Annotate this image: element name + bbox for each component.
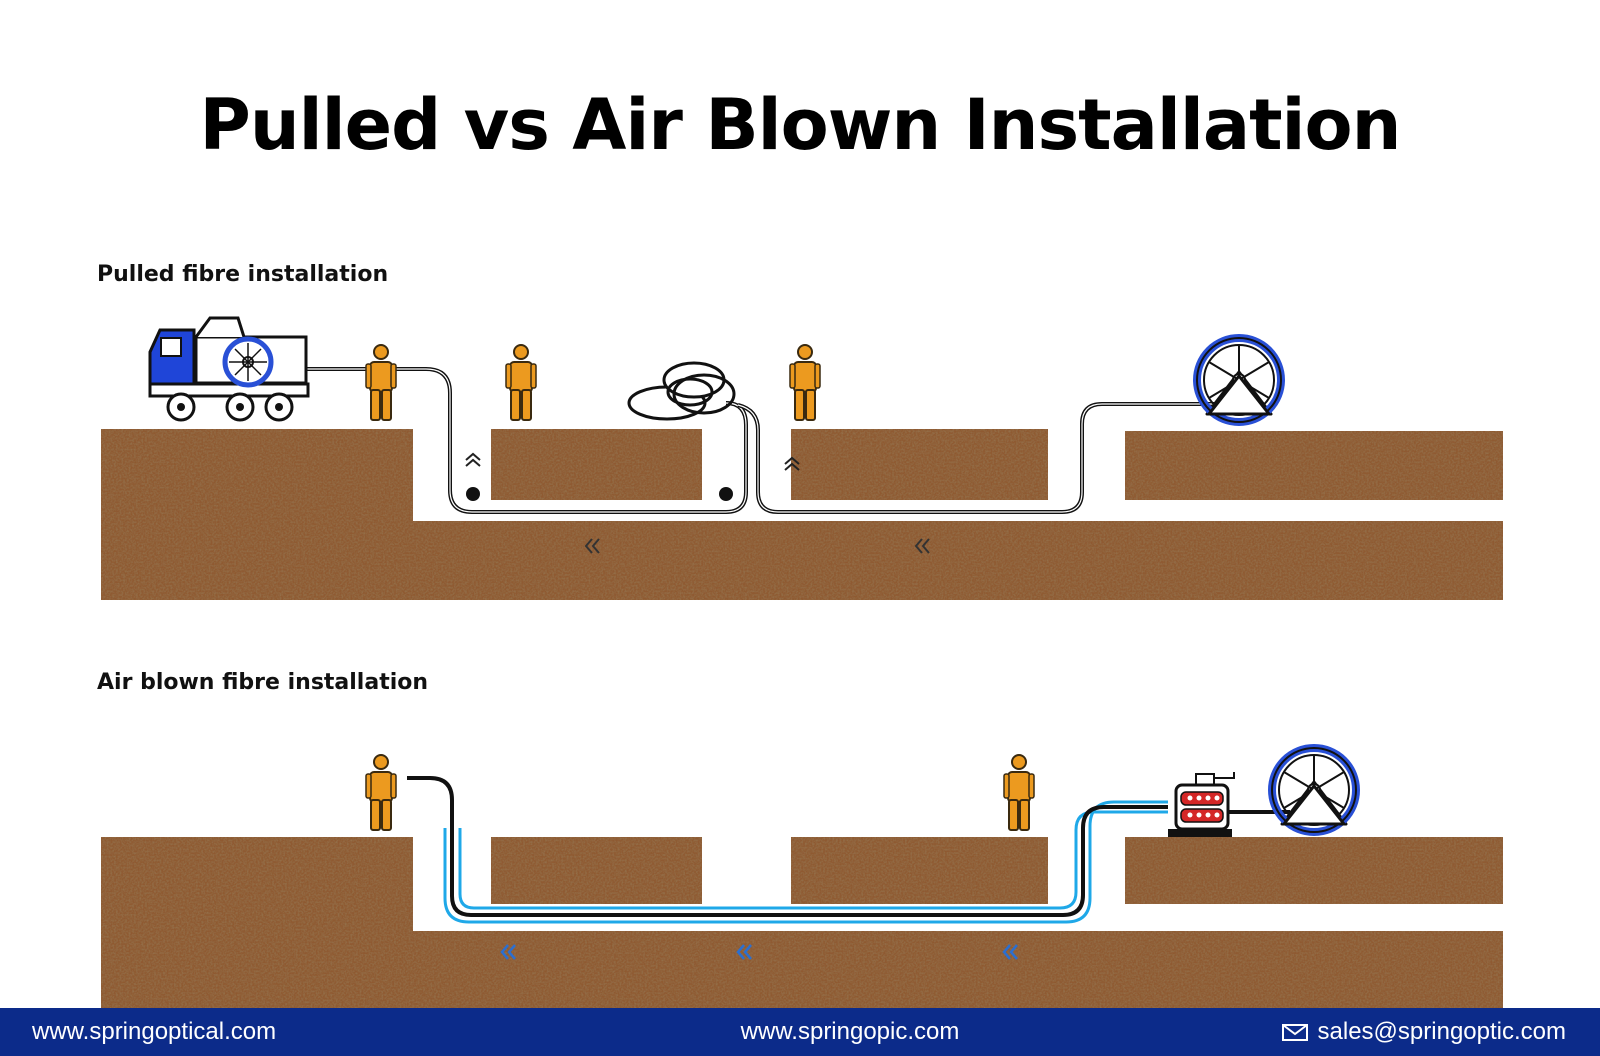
installation-diagram <box>101 316 1503 1008</box>
footer-website-left[interactable]: www.springoptical.com <box>32 1018 277 1045</box>
pulley-icon <box>466 487 480 501</box>
soil-air-blown <box>101 837 1503 1008</box>
page-title: Pulled vs Air Blown Installation <box>199 84 1402 166</box>
footer-website-center[interactable]: www.springopic.com <box>740 1018 960 1045</box>
pulley-icon <box>719 487 733 501</box>
truck-icon <box>148 316 310 422</box>
footer-bar: www.springoptical.com www.springopic.com… <box>0 1008 1600 1056</box>
footer-email-text: sales@springoptic.com <box>1317 1018 1566 1045</box>
soil-pulled <box>101 429 1503 600</box>
cable-coil-icon <box>627 361 736 421</box>
footer-email[interactable]: sales@springoptic.com <box>1281 1018 1566 1046</box>
cable-reel-icon <box>1197 338 1281 422</box>
mail-icon <box>1281 1024 1308 1042</box>
section-label-air-blown: Air blown fibre installation <box>97 670 429 695</box>
section-label-pulled: Pulled fibre installation <box>97 262 389 287</box>
air-blown-cable <box>407 776 1168 917</box>
blowing-machine-icon <box>1168 772 1235 837</box>
cable-reel-icon <box>1272 748 1356 832</box>
